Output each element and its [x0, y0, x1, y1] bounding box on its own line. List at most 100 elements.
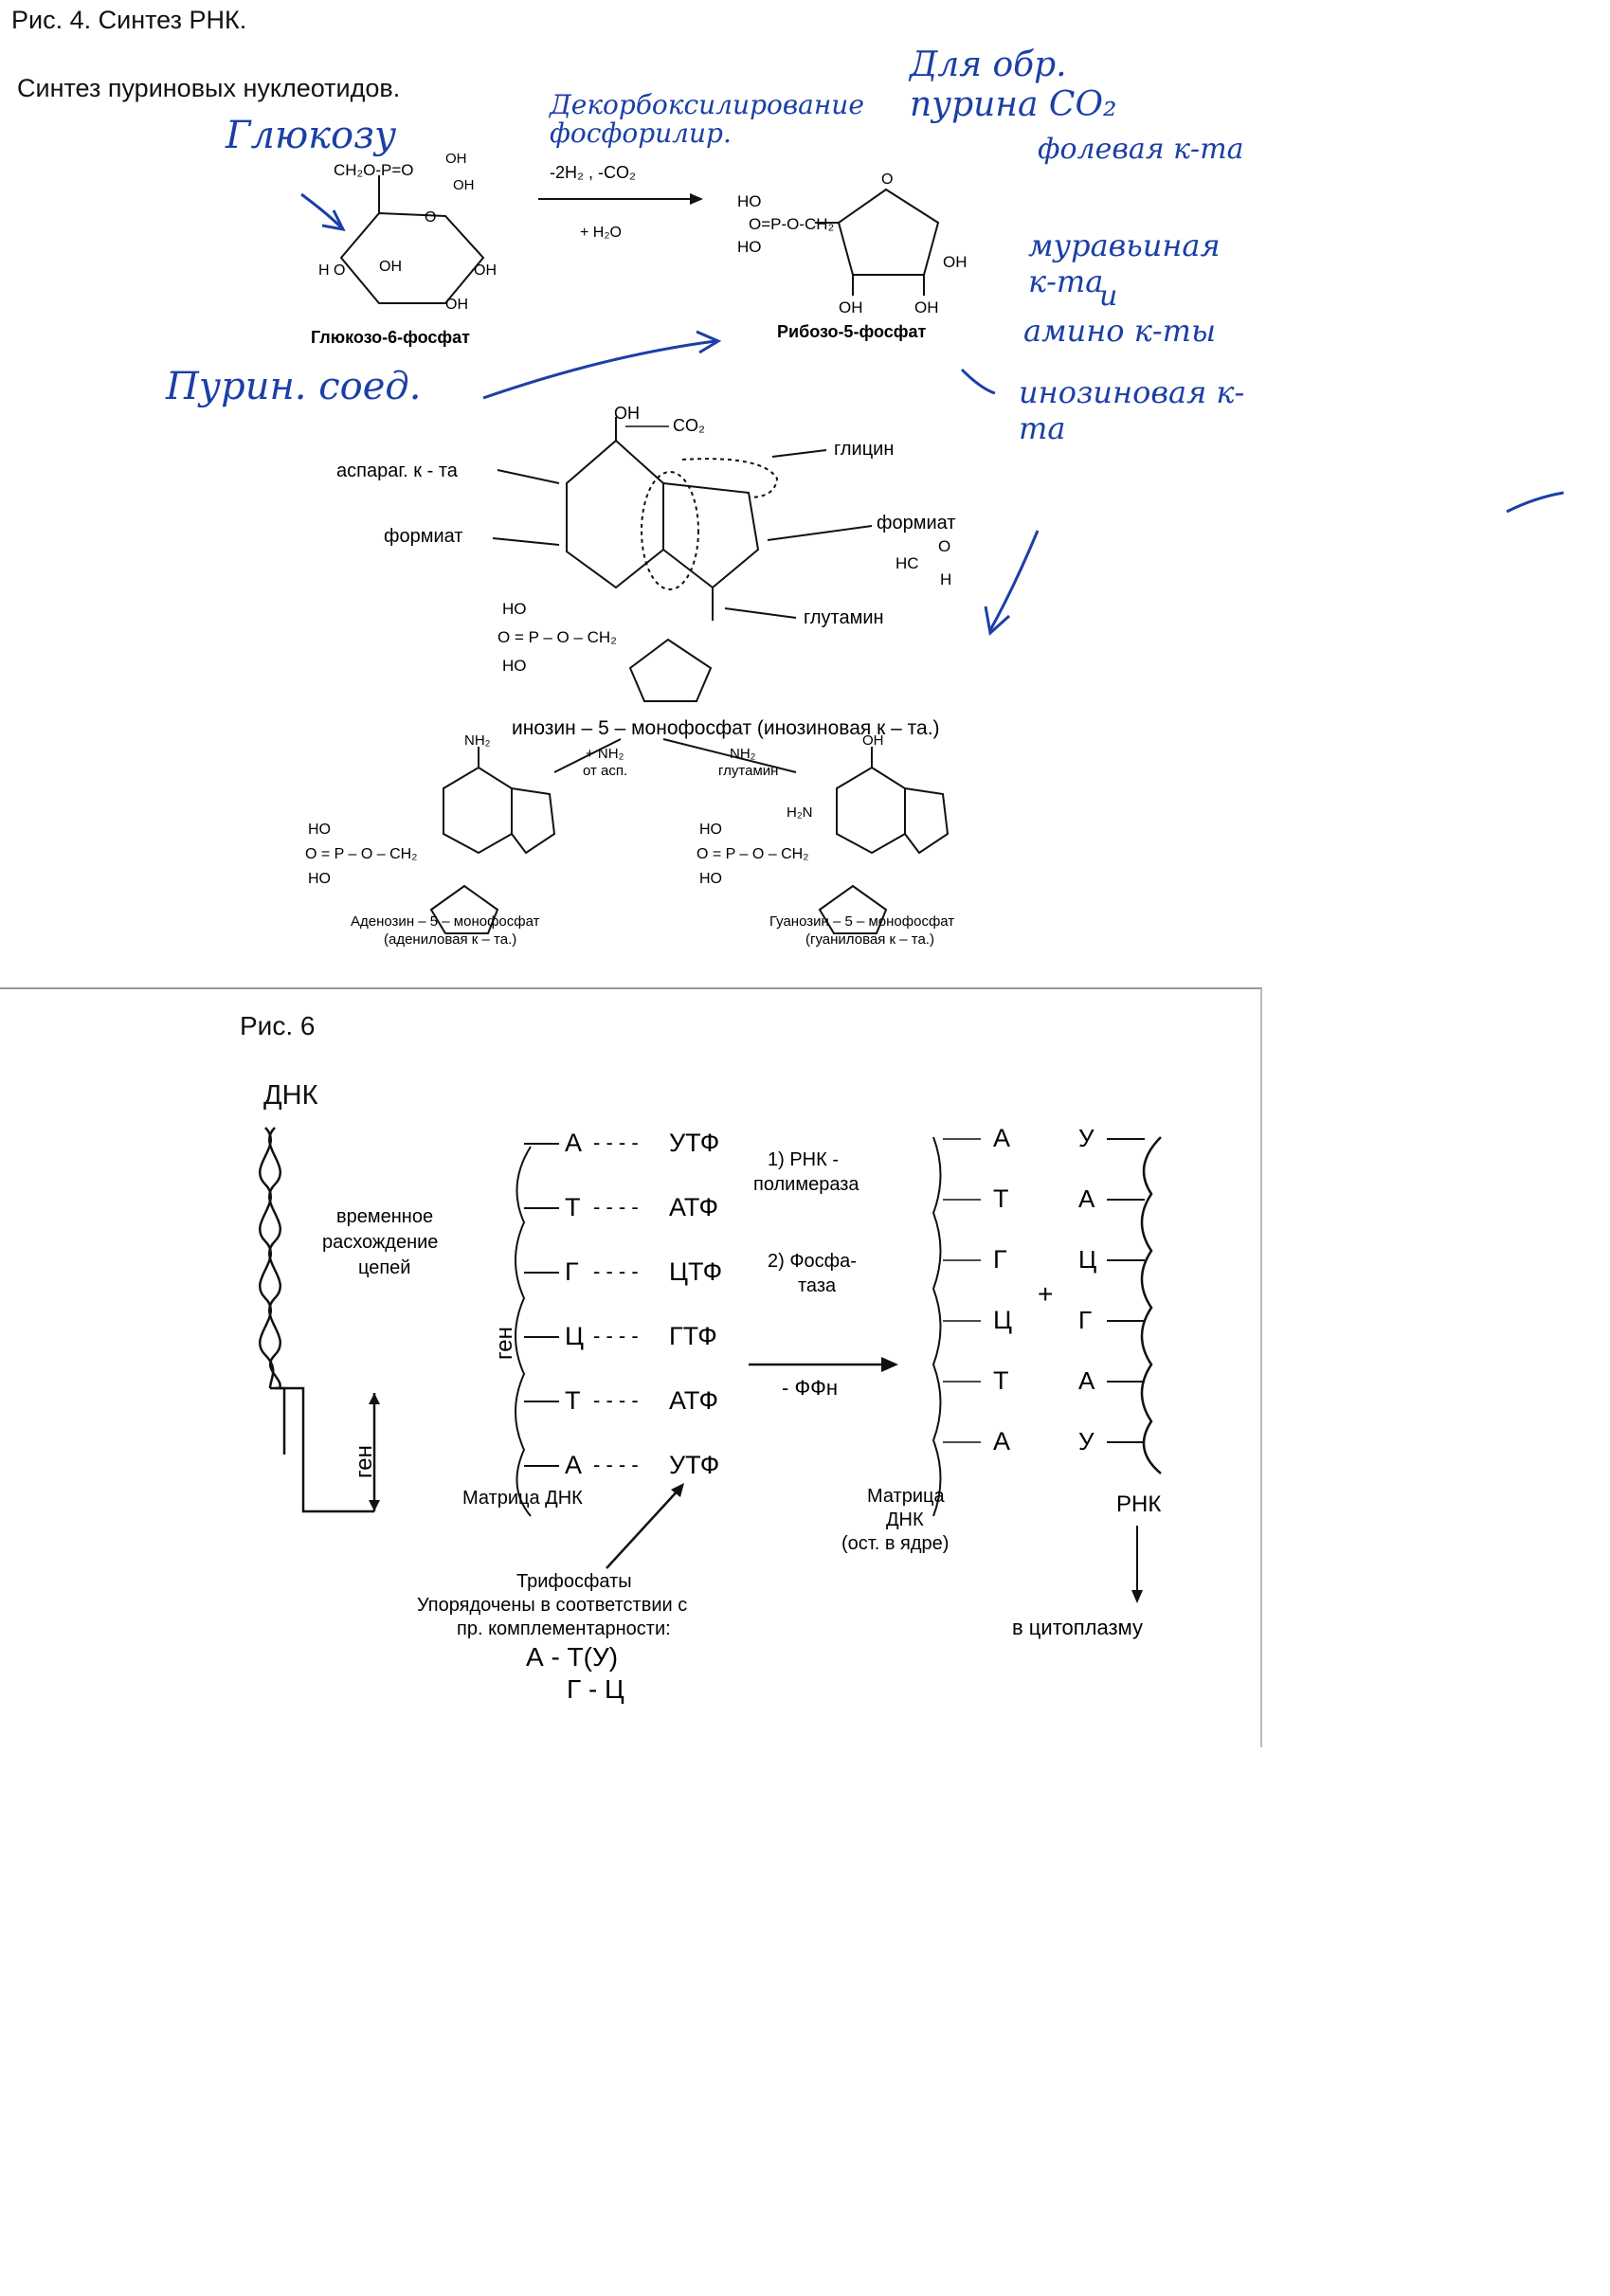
imp-phosphate: O = P – O – CH₂ [497, 628, 617, 646]
template2-2: ДНК [886, 1510, 924, 1530]
gene-arrow-bottom [369, 1500, 380, 1511]
amp-from-asp: от асп. [583, 763, 627, 779]
gmp-oh: OH [862, 732, 884, 749]
formate-right: формиат [877, 513, 955, 533]
asp-label: аспараг. к - та [336, 461, 459, 481]
ribose-oh-2: OH [914, 298, 939, 316]
handwritten-formation: Для обр. пурина CO₂ [910, 45, 1117, 124]
pentose-diagram: CH₂O-P=O OH OH H O OH OH OH O -2H₂ , -CO… [311, 151, 968, 347]
handwritten-amino: амино к-ты [1023, 313, 1217, 349]
handwritten-arrows [300, 192, 1565, 636]
imp-ribose [628, 638, 713, 702]
handwritten-formic: муравьиная к-та [1028, 227, 1221, 299]
temporary-2: расхождение [322, 1232, 438, 1253]
triphos-2: Упорядочены в соответствии с [417, 1595, 687, 1616]
formate-h: H [940, 570, 951, 588]
to-gmp-arrow [662, 738, 797, 773]
to-cytoplasm: в цитоплазму [1012, 1616, 1143, 1639]
pair-dashes: - - - - [593, 1195, 639, 1219]
glutamine-label: глутамин [804, 607, 884, 628]
to-amp-arrow [553, 738, 622, 773]
glycine-label: глицин [834, 439, 894, 460]
rna-base: А [1078, 1184, 1095, 1213]
rna-base: Г [1078, 1306, 1092, 1334]
glucose-oh-right: OH [453, 177, 475, 193]
minus-ppn: - ФФн [782, 1376, 838, 1400]
gene-label-left: ген [352, 1445, 377, 1478]
handwritten-decarb: Декорбоксилирование фосфорилир. [550, 89, 864, 149]
glucose-oh-bottom: OH [445, 297, 468, 313]
pair-base: Т [565, 1386, 581, 1415]
pair-dashes: - - - - [593, 1324, 639, 1347]
ribose-ring-o: O [881, 172, 893, 188]
stray-mark [1506, 491, 1565, 514]
step1-1: 1) РНК - [768, 1149, 839, 1170]
dna-label: ДНК [263, 1080, 318, 1111]
glucose-oh-mid: OH [379, 259, 402, 275]
ribose-label: Рибозо-5-фосфат [777, 322, 926, 341]
glucose-oh-top: OH [445, 151, 467, 167]
handwritten-folic: фолевая к-та [1038, 133, 1244, 166]
purine-oh: OH [614, 404, 640, 423]
imp-ho-1: HO [502, 600, 527, 618]
step2-1: 2) Фосфа- [768, 1251, 857, 1272]
gmp-ho-1: HO [699, 822, 722, 838]
rna-base: У [1078, 1427, 1094, 1455]
gmp-gln: глутамин [718, 763, 778, 779]
pair-ntp: ГТФ [669, 1322, 717, 1350]
template2-3: (ост. в ядре) [841, 1533, 949, 1554]
fig6-title: Рис. 6 [240, 1011, 316, 1040]
pair-dashes: - - - - [593, 1453, 639, 1476]
gmp-nh2: NH₂ [730, 746, 756, 762]
fig6-panel [0, 987, 1262, 1747]
amp-phosphate: O = P – O – CH₂ [305, 846, 417, 862]
handwritten-purine: Пурин. соед. [166, 365, 422, 408]
arrow-purine [482, 339, 716, 400]
ribose-oh-right: OH [943, 253, 968, 271]
purine-ring [566, 417, 779, 621]
glucose-oh-right2: OH [474, 262, 497, 279]
pair-base: Г [565, 1257, 579, 1286]
gmp-h2n: H₂N [787, 805, 813, 821]
template2-1: Матрица [867, 1486, 945, 1507]
figure-subtitle: Синтез пуриновых нуклеотидов. [17, 74, 401, 102]
formate-right-arrow [767, 525, 873, 541]
pair-base: Ц [565, 1322, 584, 1350]
template-base: А [993, 1124, 1010, 1152]
ribose-oh-1: OH [839, 298, 863, 316]
gmp-label-2: (гуаниловая к – та.) [805, 931, 934, 948]
imp-ho-2: HO [502, 657, 527, 675]
triphos-arrow-head [671, 1483, 684, 1497]
gmp-phosphate: O = P – O – CH₂ [696, 846, 808, 862]
nucleotides-diagram: + NH₂ от асп. NH₂ глутамин NH₂ HO O = P … [305, 732, 954, 948]
temporary-1: временное [336, 1206, 433, 1227]
template-base: Ц [993, 1306, 1012, 1334]
arrow-head-down-right [984, 606, 1011, 636]
template-dna-label: Матрица ДНК [462, 1488, 583, 1509]
gmp-label-1: Гуанозин – 5 – монофосфат [769, 913, 954, 930]
pair-ntp: АТФ [669, 1386, 718, 1415]
transcription-diagram: ген временное расхождение цепей ген А- -… [259, 1124, 1162, 1704]
ribose-ho-2: HO [737, 238, 762, 256]
gmp-ring [818, 747, 950, 934]
rna-base: А [1078, 1366, 1095, 1395]
figure-title: Рис. 4. Синтез РНК. [11, 6, 247, 34]
amp-label-2: (адениловая к – та.) [384, 931, 516, 948]
glucose-ring-o: O [425, 209, 436, 226]
pair-ntp: УТФ [669, 1451, 719, 1479]
rna-label: РНК [1116, 1491, 1161, 1517]
glucose-group: CH₂O-P=O [334, 161, 414, 179]
handwritten-glucose: Глюкозу [226, 114, 397, 157]
template-base: Т [993, 1366, 1009, 1395]
template-right-bracket [932, 1136, 942, 1517]
glucose-ring [339, 175, 485, 304]
plus-sign: + [1038, 1279, 1053, 1309]
handwritten-and: и [1099, 280, 1118, 313]
pair-ntp: ЦТФ [669, 1257, 722, 1286]
arrow-head-glucose [321, 209, 346, 232]
rna-strand [1140, 1136, 1162, 1474]
ribose-ho-1: HO [737, 192, 762, 210]
template-base: Г [993, 1245, 1007, 1274]
triphos-3: пр. комплементарности: [457, 1618, 671, 1639]
triphos-1: Трифосфаты [516, 1571, 632, 1592]
